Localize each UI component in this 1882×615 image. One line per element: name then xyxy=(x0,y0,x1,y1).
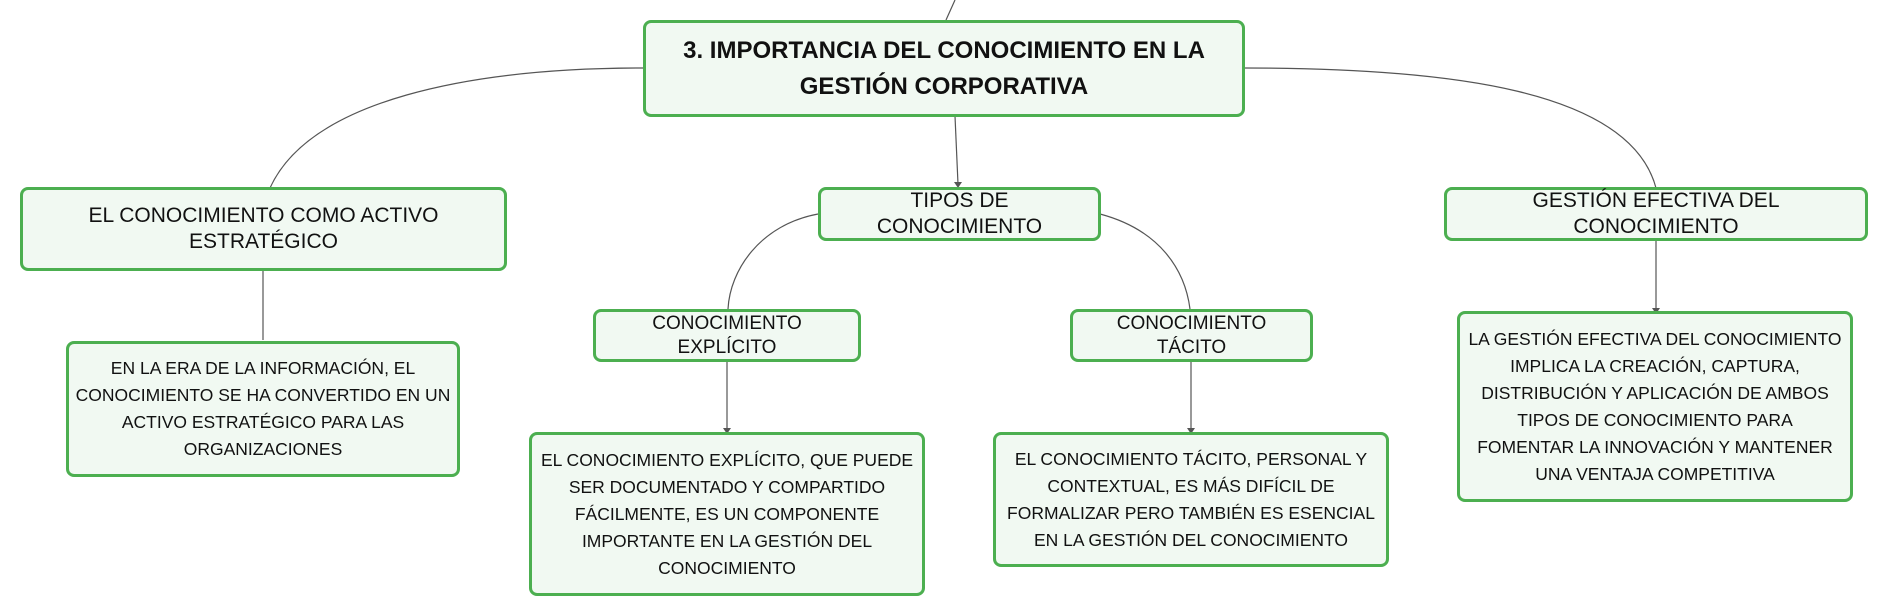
desc-tacito[interactable]: EL CONOCIMIENTO TÁCITO, PERSONAL Y CONTE… xyxy=(993,432,1389,567)
connector-tipos-to-tacito xyxy=(1099,213,1191,310)
connector-root-to-gestion xyxy=(1243,67,1657,189)
description-text: EL CONOCIMIENTO TÁCITO, PERSONAL Y CONTE… xyxy=(1007,448,1375,550)
connector-root-to-tipos xyxy=(954,115,959,185)
description-text: EL CONOCIMIENTO EXPLÍCITO, QUE PUEDE SER… xyxy=(540,449,914,578)
connector-root-to-activo xyxy=(269,67,644,189)
topic-tipos-conocimiento[interactable]: TIPOS DE CONOCIMIENTO xyxy=(818,187,1101,241)
topic-label: GESTIÓN EFECTIVA DEL CONOCIMIENTO xyxy=(1532,189,1780,238)
subtopic-label: CONOCIMIENTO EXPLÍCITO xyxy=(652,312,802,358)
topic-label: TIPOS DE CONOCIMIENTO xyxy=(876,189,1043,238)
subtopic-tacito[interactable]: CONOCIMIENTO TÁCITO xyxy=(1070,309,1313,362)
desc-gestion-efectiva[interactable]: LA GESTIÓN EFECTIVA DEL CONOCIMIENTO IMP… xyxy=(1457,311,1853,502)
root-title: 3. IMPORTANCIA DEL CONOCIMIENTO EN LA GE… xyxy=(683,36,1205,100)
arrow-tipos xyxy=(954,182,962,188)
topic-label: EL CONOCIMIENTO COMO ACTIVO ESTRATÉGICO xyxy=(88,204,439,253)
connector-tipos-to-explicito xyxy=(727,213,819,310)
description-text: EN LA ERA DE LA INFORMACIÓN, EL CONOCIMI… xyxy=(75,358,451,459)
desc-activo-estrategico[interactable]: EN LA ERA DE LA INFORMACIÓN, EL CONOCIMI… xyxy=(66,341,460,477)
root-node[interactable]: 3. IMPORTANCIA DEL CONOCIMIENTO EN LA GE… xyxy=(643,20,1245,117)
desc-explicito[interactable]: EL CONOCIMIENTO EXPLÍCITO, QUE PUEDE SER… xyxy=(529,432,925,596)
topic-activo-estrategico[interactable]: EL CONOCIMIENTO COMO ACTIVO ESTRATÉGICO xyxy=(20,187,507,271)
connector-parent-to-root xyxy=(945,0,956,21)
topic-gestion-efectiva[interactable]: GESTIÓN EFECTIVA DEL CONOCIMIENTO xyxy=(1444,187,1868,241)
subtopic-label: CONOCIMIENTO TÁCITO xyxy=(1116,312,1267,358)
description-text: LA GESTIÓN EFECTIVA DEL CONOCIMIENTO IMP… xyxy=(1468,328,1842,484)
arrow-tacito-desc xyxy=(1187,428,1195,434)
subtopic-explicito[interactable]: CONOCIMIENTO EXPLÍCITO xyxy=(593,309,861,362)
arrow-explicito-desc xyxy=(723,428,731,434)
